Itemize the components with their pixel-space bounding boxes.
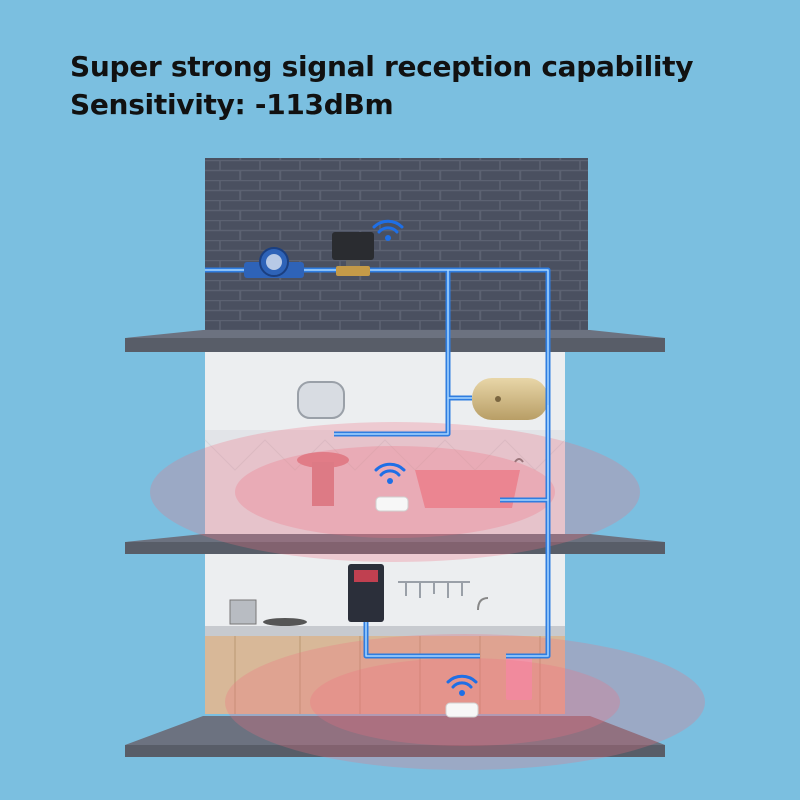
bathroom	[204, 352, 566, 542]
headline-line-2: Sensitivity: -113dBm	[70, 88, 394, 121]
headline: Super strong signal reception capability…	[70, 48, 694, 124]
bathroom-mirror	[297, 381, 345, 419]
signal-zone-kitchen-inner	[310, 658, 620, 746]
wifi-icon	[372, 219, 404, 241]
headline-line-1: Super strong signal reception capability	[70, 50, 694, 83]
water-meter-icon	[244, 247, 304, 278]
floor-slab-middle	[125, 534, 665, 554]
leak-sensor-icon-bathroom	[375, 496, 409, 512]
signal-zone-kitchen-outer	[225, 634, 705, 770]
water-heater	[472, 378, 548, 420]
wifi-icon-kitchen	[446, 674, 478, 696]
brick-wall	[205, 158, 588, 336]
filter-unit	[506, 654, 532, 700]
signal-zone-bathroom-outer	[150, 422, 640, 562]
floor-slab-top	[125, 330, 665, 352]
leak-sensor-icon-kitchen	[445, 702, 479, 718]
water-pipes	[205, 267, 551, 659]
signal-zone-bathroom-inner	[235, 446, 555, 538]
wifi-icon-bathroom	[374, 462, 406, 484]
floor-slab-bottom	[125, 716, 665, 757]
kitchen	[205, 554, 565, 714]
motorized-valve-icon	[332, 232, 374, 276]
